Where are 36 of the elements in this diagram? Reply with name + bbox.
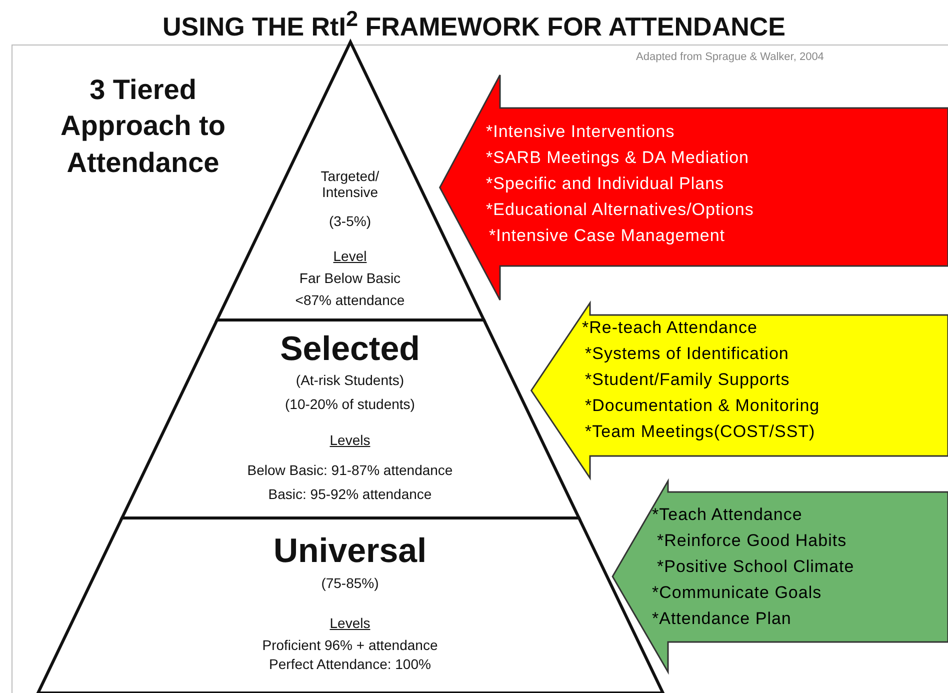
tier-text: <87% attendance: [294, 292, 406, 308]
tier-trapezoid: [122, 320, 578, 518]
block-arrow: [438, 74, 948, 301]
list-item: *Educational Alternatives/Options: [486, 200, 754, 220]
list-item: *Positive School Climate: [657, 557, 854, 577]
block-arrow: [530, 300, 948, 480]
side-heading: 3 Tiered Approach to Attendance: [60, 73, 226, 180]
tier-text: Level: [332, 248, 368, 264]
tier-text: Below Basic: 91-87% attendance: [246, 462, 454, 478]
tier-text: (10-20% of students): [284, 396, 416, 412]
block-arrow: [612, 478, 948, 675]
list-item: *Student/Family Supports: [585, 370, 790, 390]
tier-text: Proficient 96% + attendance: [261, 637, 439, 653]
list-item: *Teach Attendance: [652, 505, 802, 525]
tier-text: (3-5%): [328, 213, 372, 229]
tier-heading: Selected: [279, 330, 421, 369]
list-item: *Reinforce Good Habits: [657, 531, 847, 551]
list-item: *SARB Meetings & DA Mediation: [486, 148, 750, 168]
list-item: *Specific and Individual Plans: [486, 174, 724, 194]
list-item: *Team Meetings(COST/SST): [585, 422, 816, 442]
list-item: *Re-teach Attendance: [582, 318, 758, 338]
list-item: *Systems of Identification: [585, 344, 789, 364]
list-item: *Communicate Goals: [652, 583, 822, 603]
list-item: *Attendance Plan: [652, 609, 792, 629]
source-note: Adapted from Sprague & Walker, 2004: [636, 50, 825, 64]
tier-text: Targeted/ Intensive: [320, 168, 380, 200]
tier-text: (75-85%): [320, 575, 380, 591]
tier-text: (At-risk Students): [294, 372, 406, 388]
tier-text: Perfect Attendance: 100%: [268, 656, 432, 672]
tier-text: Levels: [328, 432, 372, 448]
list-item: *Intensive Case Management: [489, 226, 726, 246]
title: USING THE RtI$^{2}$ FRAMEWORK FOR ATTENDANCE: [161, 6, 786, 43]
list-item: *Intensive Interventions: [486, 122, 675, 142]
tier-text: Far Below Basic: [298, 270, 402, 286]
tier-text: Basic: 95-92% attendance: [267, 486, 433, 502]
list-item: *Documentation & Monitoring: [585, 396, 820, 416]
